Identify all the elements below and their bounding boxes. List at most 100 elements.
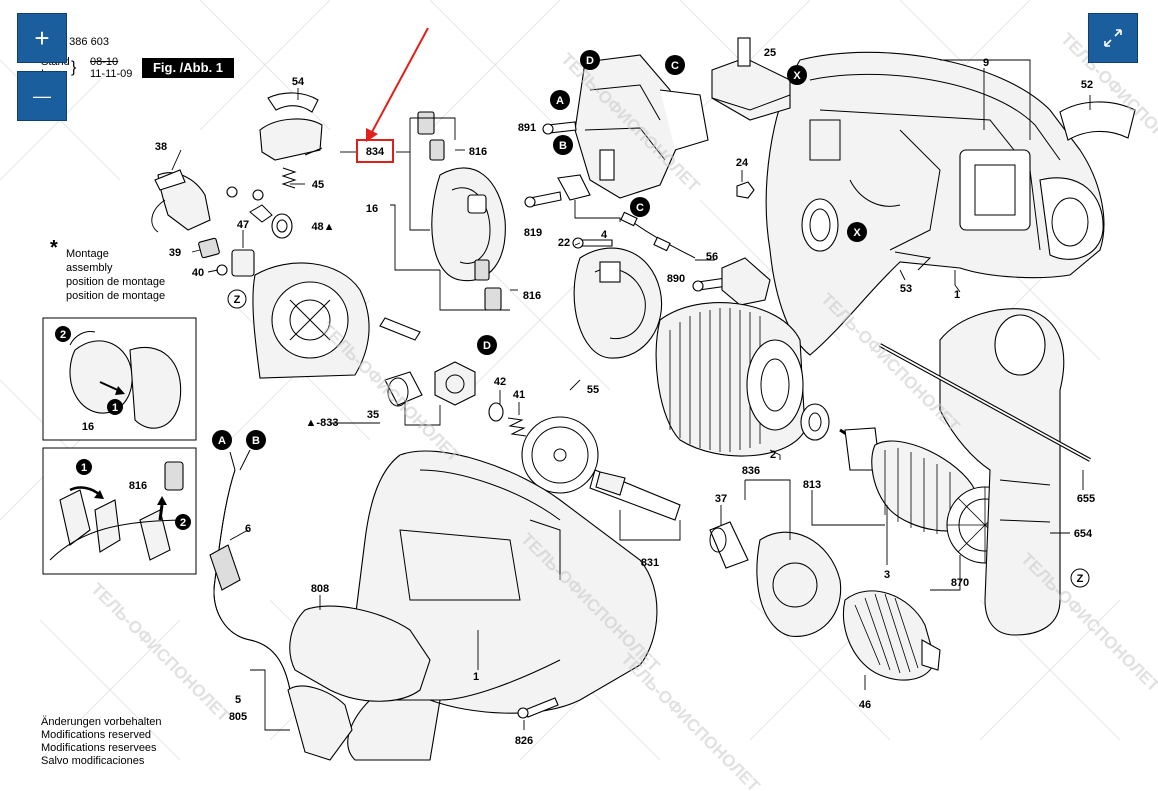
label-5: 5 [235, 694, 241, 706]
part-654-auxiliary-handle [879, 308, 1091, 636]
label-805: 805 [229, 711, 247, 723]
brush-holder-upper [431, 167, 506, 282]
label-35: 35 [367, 409, 379, 421]
label-48: 48▲ [311, 221, 334, 233]
label-45: 45 [312, 179, 324, 191]
part-48-bearing [271, 213, 293, 239]
carbon-brushes-816 [417, 111, 502, 311]
label-813: 813 [803, 479, 821, 491]
label-3: 3 [884, 569, 890, 581]
label-1-lower: 1 [473, 671, 479, 683]
label-52: 52 [1081, 79, 1093, 91]
end-shield-left [252, 262, 370, 379]
label-39: 39 [169, 247, 181, 259]
label-1-upper: 1 [954, 289, 960, 301]
note-fr: Modifications reservees [41, 742, 157, 754]
stand-date: 08-10 [90, 56, 119, 68]
note-en: Modifications reserved [41, 729, 152, 741]
modification-notes: Änderungen vorbehalten Modifications res… [41, 716, 161, 768]
svg-text:D: D [586, 55, 594, 67]
callout-letters: D C A B X X C D A B Z Z [212, 50, 1090, 588]
svg-text:X: X [793, 70, 801, 82]
label-816-lower: 816 [523, 290, 541, 302]
inset-brush-insert: 1 2 [42, 447, 197, 575]
zoom-in-button[interactable]: + [17, 13, 67, 63]
part-38-lever [151, 169, 211, 233]
housing-half-1-lower [347, 450, 658, 761]
montage-line-3: position de montage [66, 276, 166, 288]
montage-line-2: assembly [66, 262, 113, 274]
montage-symbol: * [50, 237, 58, 259]
svg-text:Z: Z [234, 294, 241, 306]
label-24: 24 [736, 157, 749, 169]
label-655: 655 [1077, 493, 1095, 505]
svg-text:X: X [853, 227, 861, 239]
label-41: 41 [513, 389, 525, 401]
svg-text:1: 1 [81, 462, 87, 474]
zoom-out-icon: — [33, 86, 51, 106]
label-833: ▲-833 [306, 417, 339, 429]
part-45-spring [281, 147, 323, 189]
highlight-arrow [356, 27, 429, 163]
svg-text:A: A [218, 435, 226, 447]
issue-date: 11-11-09 [90, 68, 133, 80]
note-es: Salvo modificaciones [41, 755, 145, 767]
figure-label: Fig. /Abb. 1 [142, 58, 234, 78]
parts-39-40-47 [198, 186, 273, 277]
montage-line-1: Montage [66, 248, 109, 260]
svg-text:Z: Z [1077, 573, 1084, 585]
svg-text:1: 1 [112, 402, 118, 414]
label-9: 9 [983, 57, 989, 69]
fullscreen-icon [1104, 29, 1122, 47]
label-37: 37 [715, 493, 727, 505]
montage-note: * Montage assembly position de montage p… [50, 238, 166, 303]
label-54: 54 [292, 76, 305, 88]
label-816-upper: 816 [469, 146, 487, 158]
leader-lines [171, 59, 1091, 731]
label-836: 836 [742, 465, 760, 477]
label-56: 56 [706, 251, 718, 263]
label-819: 819 [524, 227, 542, 239]
svg-text:C: C [636, 202, 644, 214]
inset-brush-holder: 2 1 [42, 317, 197, 441]
part-52-label-strip [1059, 101, 1136, 141]
label-834: 834 [366, 146, 385, 158]
label-25: 25 [764, 47, 776, 59]
svg-text:B: B [559, 140, 567, 152]
label-55: 55 [587, 384, 599, 396]
zoom-out-button[interactable]: — [17, 71, 67, 121]
part-42-washer [488, 402, 504, 422]
nut-hex [434, 361, 476, 406]
label-16: 16 [366, 203, 378, 215]
label-53: 53 [900, 283, 912, 295]
label-40: 40 [192, 267, 204, 279]
label-47: 47 [237, 219, 249, 231]
part-53-clip [894, 251, 932, 271]
label-38: 38 [155, 141, 167, 153]
part-24-nut [736, 181, 755, 199]
label-826: 826 [515, 735, 533, 747]
part-4-switch [557, 54, 709, 201]
label-890: 890 [667, 273, 685, 285]
svg-text:A: A [556, 95, 564, 107]
housing-half-9 [765, 51, 1105, 356]
svg-text:2: 2 [180, 517, 186, 529]
zoom-in-icon: + [34, 23, 50, 53]
svg-text:C: C [671, 60, 679, 72]
part-56-cable [620, 211, 696, 259]
label-831: 831 [641, 557, 659, 569]
label-2: 2 [770, 449, 776, 461]
label-46: 46 [859, 699, 871, 711]
label-870: 870 [951, 577, 969, 589]
svg-text:D: D [483, 340, 491, 352]
svg-text:ТЕЛЬ-ОФИСПОНОЛЕТ: ТЕЛЬ-ОФИСПОНОЛЕТ [617, 649, 764, 791]
part-35-bearing [384, 371, 423, 407]
part-number-labels: 54 834 816 45 38 47 48▲ 16 39 40 891 819… [82, 47, 1095, 747]
part-54-cover [259, 92, 323, 161]
fullscreen-button[interactable] [1088, 13, 1138, 63]
svg-text:ТЕЛЬ-ОФИСПОНОЛЕТ: ТЕЛЬ-ОФИСПОНОЛЕТ [87, 579, 234, 726]
part-2-stator [655, 302, 806, 457]
part-813-bearing [800, 403, 830, 441]
note-de: Änderungen vorbehalten [41, 716, 162, 728]
